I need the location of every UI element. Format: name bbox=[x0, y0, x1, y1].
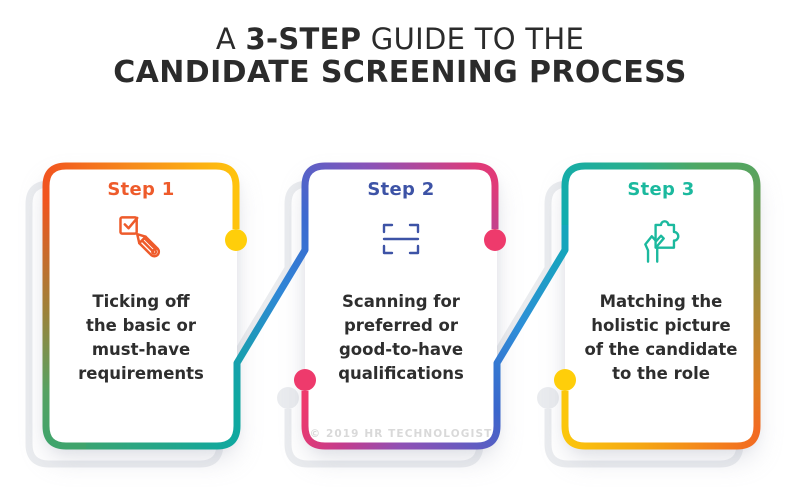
step-3-description: Matching the holistic picture of the can… bbox=[585, 290, 738, 386]
step-3-line-4: to the role bbox=[612, 364, 710, 383]
step-3-line-1: Matching the bbox=[599, 292, 723, 311]
pencil-checkbox-icon bbox=[119, 216, 161, 258]
step-1-line-4: requirements bbox=[78, 364, 204, 383]
step-card-3: Step 3 Matching the holistic picture of … bbox=[565, 166, 757, 446]
step-2-line-1: Scanning for bbox=[342, 292, 460, 311]
title-highlight: 3-STEP bbox=[245, 22, 362, 56]
copyright-text: © 2019 HR TECHNOLOGIST bbox=[309, 428, 493, 440]
step-3-icon-box bbox=[634, 206, 688, 272]
step-1-icon-box bbox=[114, 206, 168, 272]
step-2-label: Step 2 bbox=[367, 179, 435, 200]
step-card-2: Step 2 Scanning for preferred or good-to… bbox=[305, 166, 497, 446]
step-1-line-2: the basic or bbox=[86, 316, 196, 335]
step-1-line-3: must-have bbox=[91, 340, 191, 359]
step-card-1: Step 1 Ticking off the basic or must-hav… bbox=[45, 166, 237, 446]
step-3-line-2: holistic picture bbox=[591, 316, 731, 335]
title-prefix: A bbox=[215, 22, 246, 56]
title-line-2: CANDIDATE SCREENING PROCESS bbox=[113, 55, 687, 90]
step-1-line-1: Ticking off bbox=[92, 292, 190, 311]
step-2-description: Scanning for preferred or good-to-have q… bbox=[338, 290, 464, 386]
title-suffix: GUIDE TO THE bbox=[361, 22, 585, 56]
page-title: A 3-STEP GUIDE TO THE CANDIDATE SCREENIN… bbox=[0, 22, 800, 90]
step-1-label: Step 1 bbox=[107, 179, 175, 200]
step-2-line-2: preferred or bbox=[343, 316, 458, 335]
step-2-icon-box bbox=[376, 206, 426, 272]
step-2-line-4: qualifications bbox=[338, 364, 464, 383]
step-2-line-3: good-to-have bbox=[338, 340, 464, 359]
step-3-label: Step 3 bbox=[627, 179, 695, 200]
scan-frame-icon bbox=[382, 223, 420, 255]
step-3-line-3: of the candidate bbox=[584, 340, 738, 359]
title-line-1: A 3-STEP GUIDE TO THE bbox=[0, 22, 800, 56]
step-1-description: Ticking off the basic or must-have requi… bbox=[78, 290, 204, 386]
puzzle-hand-icon bbox=[644, 220, 680, 263]
